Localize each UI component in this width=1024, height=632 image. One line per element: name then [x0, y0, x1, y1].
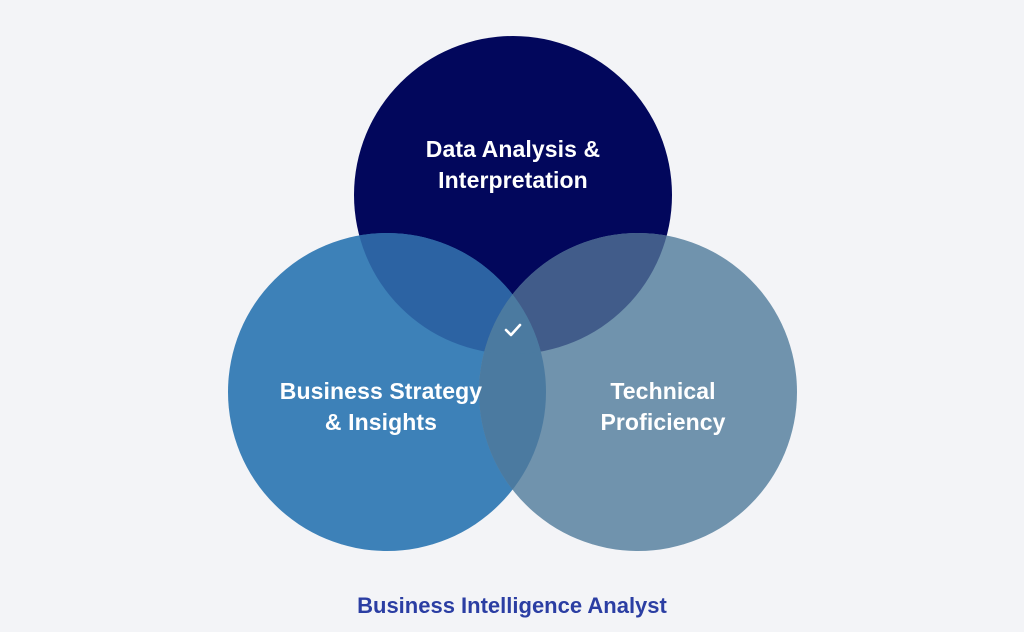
label-business-strategy: Business Strategy & Insights — [233, 376, 529, 438]
label-data-analysis: Data Analysis & Interpretation — [393, 134, 633, 196]
label-data-analysis-line1: Data Analysis & — [425, 136, 601, 162]
overlap-top-left — [354, 233, 546, 354]
label-data-analysis-line2: Interpretation — [438, 167, 588, 193]
overlap-top-right — [479, 233, 672, 354]
label-business-strategy-line2: & Insights — [324, 409, 438, 435]
label-business-strategy-line1: Business Strategy — [279, 378, 483, 404]
label-technical-line1: Technical — [610, 378, 716, 404]
label-technical-line2: Proficiency — [600, 409, 726, 435]
checkmark-icon — [504, 323, 522, 337]
diagram-title: Business Intelligence Analyst — [357, 593, 667, 618]
label-technical: Technical Proficiency — [543, 376, 783, 438]
